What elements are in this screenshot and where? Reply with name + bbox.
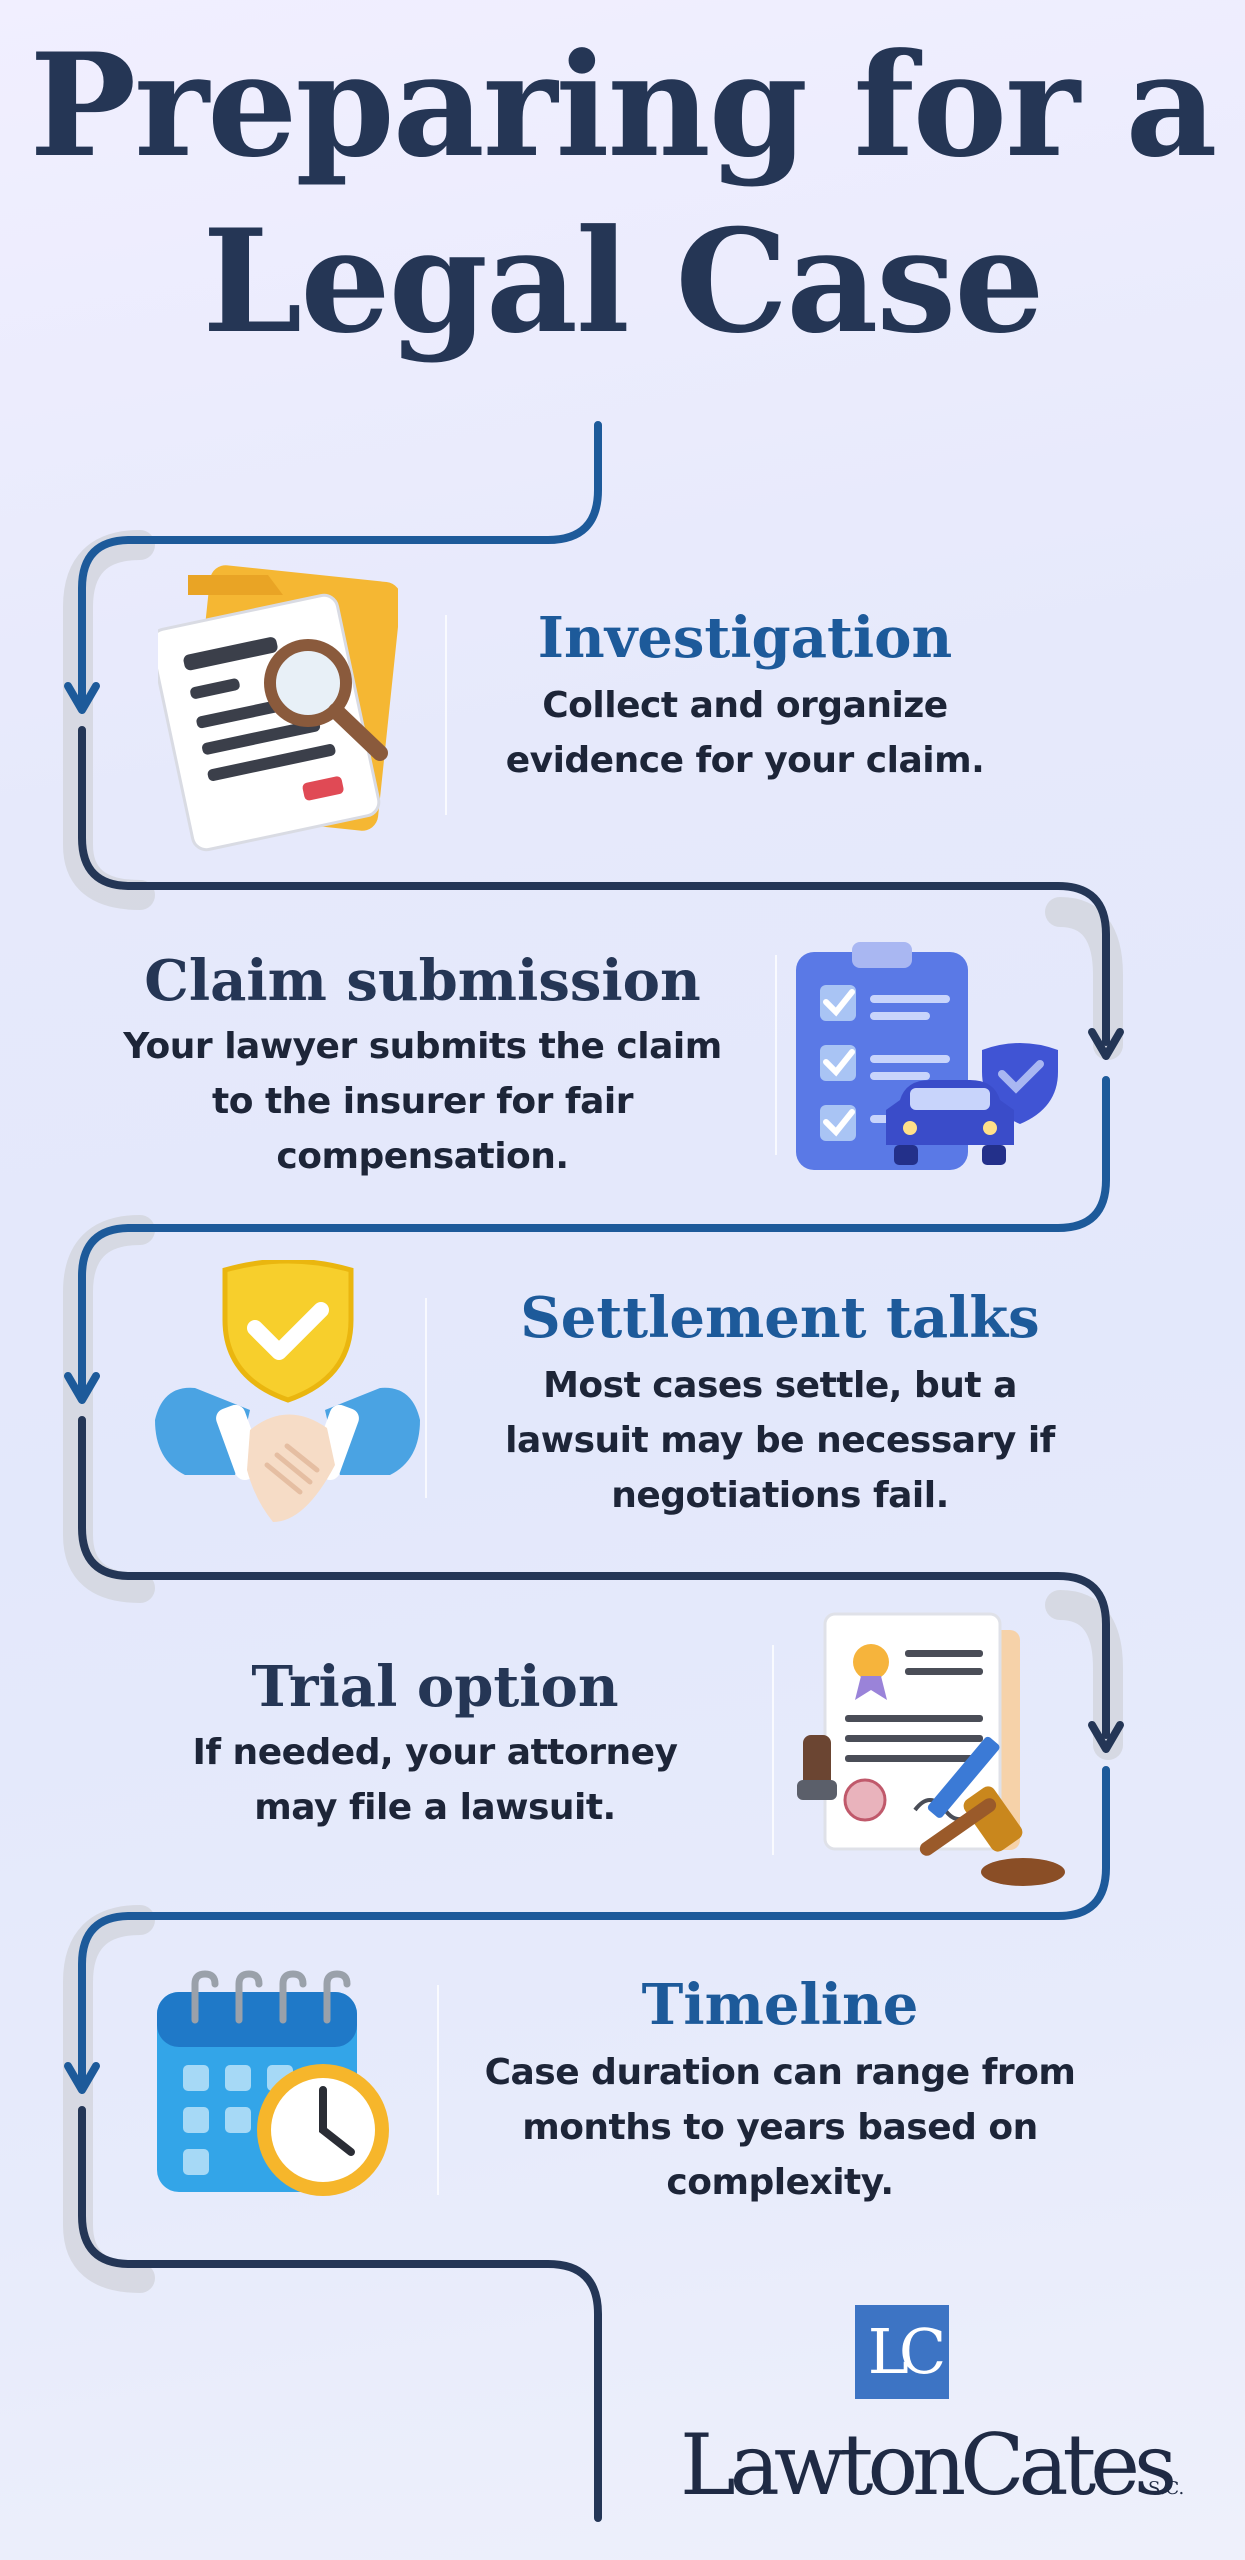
page-title-line-1: Preparing for a <box>29 23 1217 189</box>
step-description: Most cases settle, but a lawsuit may be … <box>505 1365 1055 1516</box>
calendar-clock-icon <box>157 1970 389 2196</box>
path-segment-6 <box>78 2106 602 2522</box>
path-arrow-2 <box>1088 1028 1124 1060</box>
step-3-divider <box>425 1298 427 1498</box>
step-title: Settlement talks <box>520 1285 1040 1351</box>
step-1-divider <box>445 615 447 815</box>
certificate-gavel-icon <box>797 1612 1065 1886</box>
path-segment-5 <box>78 1766 1110 2084</box>
path-segment-1 <box>78 421 602 704</box>
path-segment-3 <box>78 1076 1110 1394</box>
path-segment-2 <box>78 726 1110 1046</box>
step-description: Collect and organize evidence for your c… <box>505 685 985 781</box>
step-settlement-talks: Settlement talks Most cases settle, but … <box>430 1283 1130 1523</box>
step-description: Your lawyer submits the claim to the ins… <box>123 1026 722 1177</box>
step-title: Investigation <box>537 605 953 671</box>
path-arrow-4 <box>1088 1721 1124 1753</box>
step-trial-option: Trial option If needed, your attorney ma… <box>155 1652 715 1835</box>
handshake-shield-icon <box>155 1260 420 1522</box>
step-timeline: Timeline Case duration can range from mo… <box>435 1970 1125 2210</box>
step-investigation: Investigation Collect and organize evide… <box>460 603 1030 788</box>
step-description: Case duration can range from months to y… <box>484 2052 1076 2203</box>
step-2-divider <box>775 955 777 1155</box>
page-title-line-2: Legal Case <box>202 199 1044 365</box>
path-arrow-3 <box>64 1372 100 1404</box>
company-logo: LC LawtonCates S.C. <box>680 2305 1184 2520</box>
page-title: Preparing for a Legal Case <box>0 18 1245 370</box>
clipboard-car-shield-icon <box>796 942 1058 1170</box>
path-arrow-5 <box>64 2062 100 2094</box>
step-title: Claim submission <box>144 948 701 1014</box>
path-segment-4 <box>78 1416 1110 1739</box>
step-title: Timeline <box>641 1972 919 2038</box>
logo-suffix: S.C. <box>1148 2478 1185 2499</box>
step-description: If needed, your attorney may file a laws… <box>192 1732 678 1828</box>
path-arrow-1 <box>64 682 100 714</box>
logo-monogram: LC <box>855 2305 949 2399</box>
logo-wordmark: LawtonCates <box>680 2416 1177 2514</box>
step-5-divider <box>437 1985 439 2195</box>
step-claim-submission: Claim submission Your lawyer submits the… <box>70 946 775 1184</box>
step-4-divider <box>772 1645 774 1855</box>
document-magnifier-icon <box>158 565 398 852</box>
step-title: Trial option <box>251 1654 619 1720</box>
